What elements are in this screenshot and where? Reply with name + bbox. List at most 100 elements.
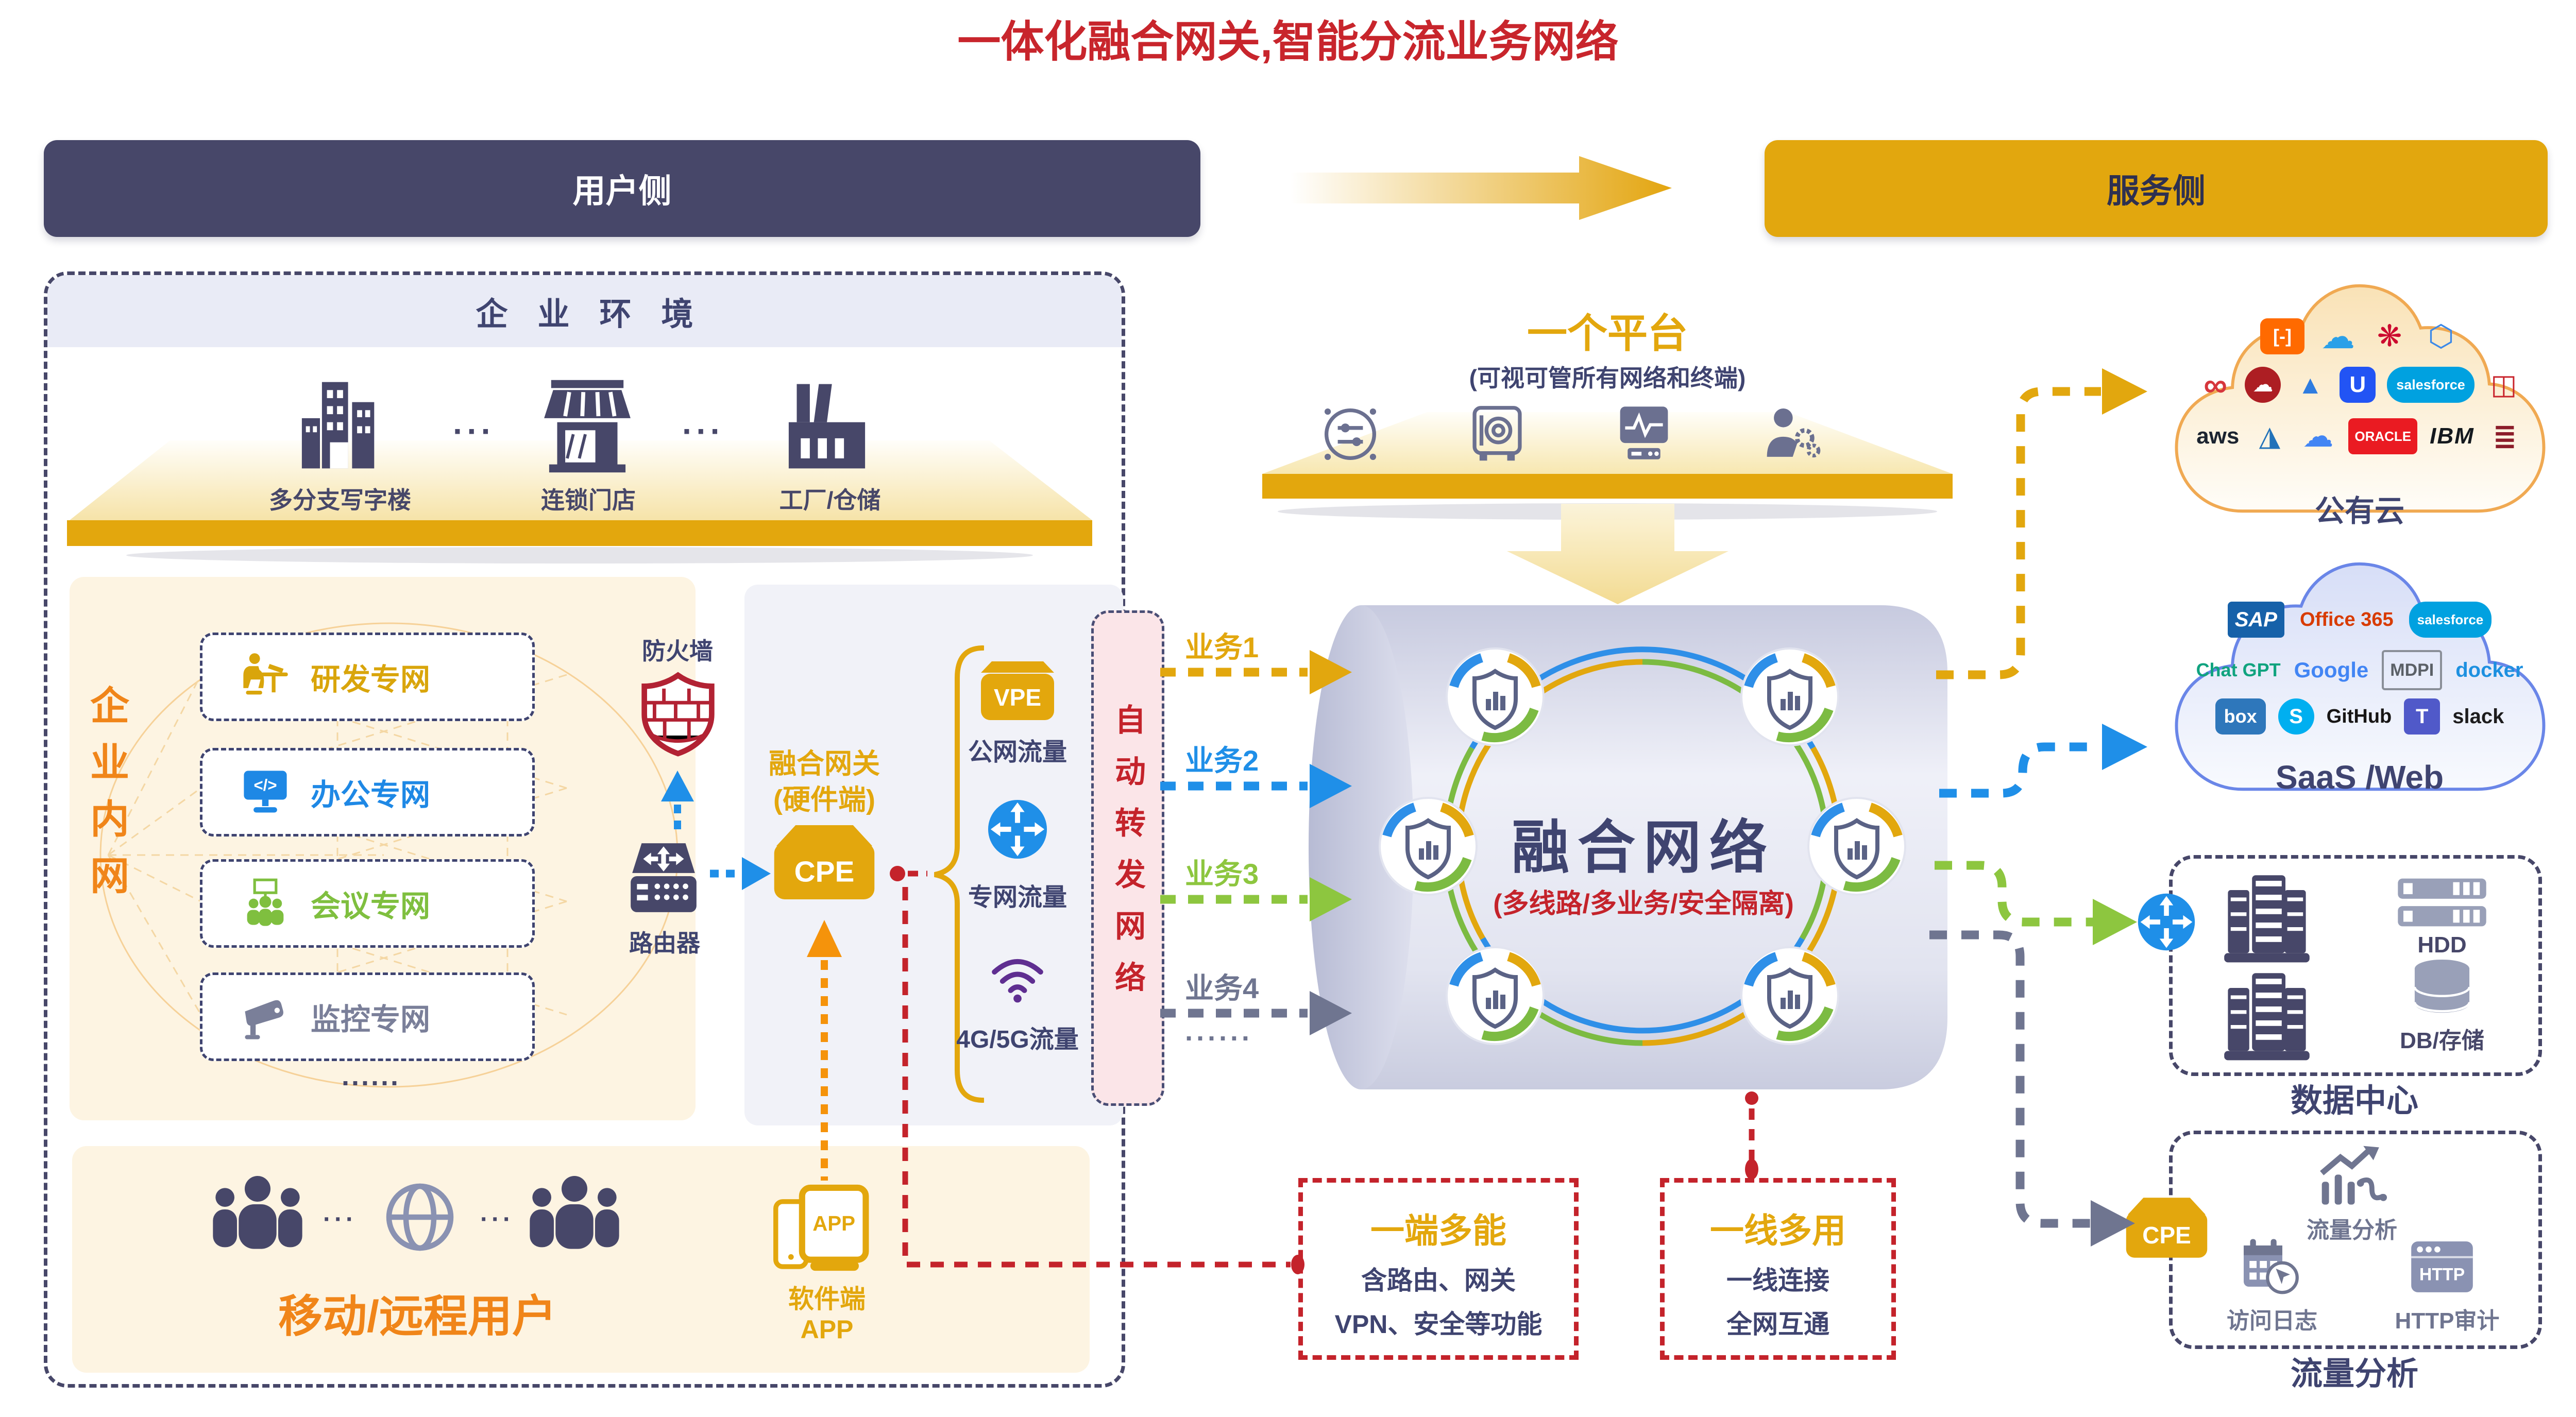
access-log-calendar-icon [2244, 1239, 2299, 1294]
service-4-label: 业务4 [1185, 972, 1259, 1004]
docker-logo-icon: docker [2455, 659, 2523, 681]
teams-logo-icon: T [2404, 698, 2441, 735]
fusion-cloud-logo-icon: ∞ [2204, 366, 2228, 403]
office-monitor-icon: </> [244, 771, 287, 813]
site-factory-label: 工厂/仓储 [779, 487, 881, 514]
cellular-traffic-label: 4G/5G流量 [956, 1026, 1079, 1053]
private-traffic-routing-icon [988, 799, 1047, 859]
network-box-meeting: 会议专网 [200, 859, 535, 948]
software-app-label-1: 软件端 [788, 1285, 866, 1313]
hdd-icon [2398, 878, 2486, 927]
cpe-badge: CPE [774, 825, 875, 899]
traffic-analysis-box [2169, 1131, 2542, 1349]
feature-box-multi-use: 一线多用 一线连接 全网互通 [1660, 1178, 1896, 1360]
saas-logo-row-2: Chat GPT Google MDPI docker [2166, 650, 2553, 690]
site-office-label: 多分支写字楼 [269, 487, 411, 514]
user-to-service-arrow [1291, 156, 1672, 220]
azure-logo-icon: ◮ [2259, 421, 2281, 452]
meeting-group-icon [247, 878, 284, 926]
router-icon [631, 843, 697, 912]
page-title: 一体化融合网关,智能分流业务网络 [957, 18, 1619, 66]
user-group-icon-2 [530, 1176, 619, 1249]
huawei-cloud-logo-icon: ❋ [2377, 319, 2402, 353]
traffic-cpe-badge-text: CPE [2142, 1222, 2191, 1249]
jd-cloud-logo-icon: ⬡ [2428, 319, 2454, 353]
salesforce-logo-icon: salesforce [2387, 367, 2475, 403]
mobile-separator-2: ··· [480, 1206, 514, 1233]
gateway-title-2: (硬件端) [773, 784, 875, 815]
aws-logo-icon: aws [2196, 423, 2240, 449]
network-box-office: </> 办公专网 [200, 748, 535, 836]
cellular-traffic-wifi-icon [992, 959, 1043, 1003]
mdpi-logo-icon: MDPI [2382, 650, 2443, 690]
mobile-users-label: 移动/远程用户 [278, 1292, 556, 1341]
networks-more-dots: ...... [341, 1061, 401, 1091]
cpe-badge-text: CPE [794, 856, 855, 888]
user-group-icon [213, 1176, 302, 1249]
database-icon [2413, 959, 2471, 1013]
box-logo-icon: box [2215, 698, 2266, 735]
storefront-icon [544, 380, 631, 473]
vpe-tag-text: VPE [994, 684, 1041, 711]
public-cloud-logo-row-1: [-] ☁ ❋ ⬡ [2192, 318, 2527, 354]
platform-monitor-pulse-icon [1620, 406, 1668, 459]
feature-2-title: 一线多用 [1710, 1211, 1846, 1250]
google-cloud-logo-icon: ☁ [2302, 419, 2334, 453]
platform-admin-gears-icon [1767, 408, 1821, 458]
github-logo-icon: GitHub [2326, 706, 2392, 727]
service-side-header: 服务侧 [1765, 140, 2548, 237]
enterprise-environment-title: 企业环境 [47, 275, 1122, 347]
public-cloud-label: 公有云 [2314, 494, 2404, 528]
network-meeting-label: 会议专网 [311, 890, 431, 923]
user-side-header: 用户侧 [44, 140, 1200, 237]
mobile-separator-1: ··· [323, 1206, 357, 1233]
feature-2-line-2: 全网互通 [1726, 1310, 1829, 1339]
hdd-label: HDD [2417, 932, 2467, 958]
platform-safe-icon [1472, 406, 1522, 461]
tencent-cloud-logo-icon: ☁ [2321, 317, 2355, 355]
office-building-icon [301, 382, 375, 469]
access-log-label: 访问日志 [2227, 1308, 2317, 1334]
http-audit-icon: HTTP [2411, 1241, 2473, 1292]
datacenter-label: 数据中心 [2290, 1083, 2418, 1119]
feature-box-multi-function: 一端多能 含路由、网关 VPN、安全等功能 [1298, 1178, 1579, 1360]
chatgpt-logo-icon: Chat GPT [2196, 659, 2281, 680]
network-office-label: 办公专网 [311, 778, 431, 812]
mountain-cloud-logo-icon: ▲ [2297, 370, 2323, 399]
ibm-logo-icon: IBM [2430, 423, 2475, 449]
core-network-subtitle: (多线路/多业务/安全隔离) [1493, 889, 1794, 919]
gateway-title-1: 融合网关 [769, 748, 880, 779]
service-1-label: 业务1 [1185, 631, 1259, 663]
platform-sliders-icon [1324, 408, 1377, 460]
factory-icon [788, 384, 866, 469]
office365-logo-icon: Office 365 [2299, 609, 2394, 630]
cctv-camera-icon [245, 1000, 283, 1039]
sites-separator: ··· [453, 413, 495, 450]
site-store-label: 连锁门店 [541, 487, 636, 514]
traffic-analysis-label: 流量分析 [2290, 1356, 2418, 1392]
globe-icon [386, 1183, 454, 1251]
software-app-label-2: APP [800, 1315, 854, 1344]
traffic-chart-label: 流量分析 [2307, 1218, 2397, 1243]
converged-network-cylinder [1309, 605, 1947, 1089]
app-badge-text: APP [812, 1212, 855, 1235]
public-cloud-logo-row-2: ∞ ☁ ▲ U salesforce ◫ [2166, 367, 2553, 403]
google-logo-icon: Google [2294, 658, 2369, 682]
slack-logo-icon: slack [2452, 705, 2504, 728]
http-audit-label: HTTP审计 [2395, 1308, 2500, 1334]
saas-logo-row-3: box S GitHub T slack [2166, 698, 2553, 735]
firewall-label: 防火墙 [642, 638, 713, 664]
saas-logo-row-1: SAP Office 365 salesforce [2192, 602, 2527, 638]
public-traffic-label: 公网流量 [968, 739, 1067, 766]
saas-web-label: SaaS /Web [2275, 759, 2444, 796]
oracle-logo-icon: ORACLE [2348, 418, 2418, 454]
traffic-cpe-badge: CPE [2126, 1198, 2208, 1258]
intranet-vertical-label: 企业内网 [84, 685, 128, 912]
services-more-dots: ······ [1185, 1023, 1253, 1054]
platform-down-arrow [1507, 504, 1728, 604]
feature-1-line-2: VPN、安全等功能 [1334, 1310, 1543, 1339]
network-box-cctv: 监控专网 [200, 972, 535, 1061]
service-3-label: 业务3 [1185, 858, 1259, 890]
skype-logo-icon: S [2278, 698, 2314, 735]
traffic-chart-icon [2320, 1146, 2387, 1205]
